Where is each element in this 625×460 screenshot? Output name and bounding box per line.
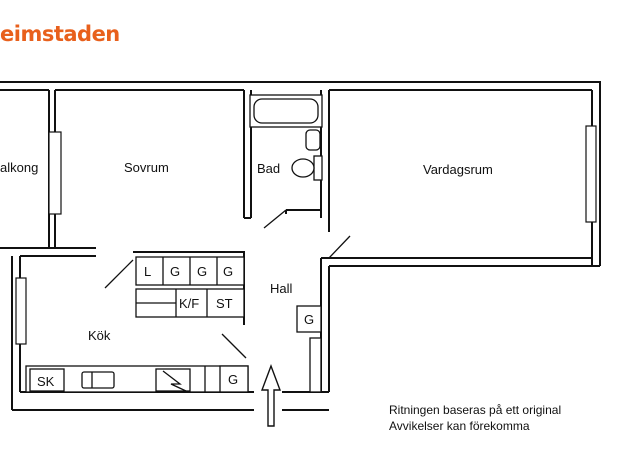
hall-bench (309, 337, 322, 393)
window-right (585, 125, 597, 223)
kitchen-g-cabinet (219, 365, 249, 393)
fixture-label-g3: G (223, 264, 233, 279)
fixture-label-kf: K/F (179, 296, 199, 311)
kitchen-sink-area (29, 368, 65, 392)
wall-bath-right (285, 90, 330, 232)
wall-living-bottom (329, 257, 600, 267)
entrance-arrow-icon (260, 364, 282, 427)
brand-logo: eimstaden (0, 22, 120, 46)
toilet-tank (313, 155, 323, 181)
room-label-bedroom: Sovrum (124, 160, 169, 175)
room-label-hall: Hall (270, 281, 293, 296)
note-line-1: Ritningen baseras på ett original (389, 403, 562, 417)
fixture-label-g2: G (197, 264, 207, 279)
room-label-living: Vardagsrum (423, 162, 493, 177)
window-kitchen (15, 277, 27, 345)
window-balcony (48, 131, 62, 215)
door-bath (263, 209, 287, 229)
room-label-kitchen: Kök (88, 328, 111, 343)
note-line-2: Avvikelser kan förekomma (389, 419, 530, 433)
kitchen-sink-basin (81, 371, 115, 389)
wall-bottom (12, 391, 329, 411)
fixture-label-sk: SK (37, 374, 55, 389)
fixture-label-g1: G (170, 264, 180, 279)
fixture-label-cabinet-g: G (228, 372, 238, 387)
bath-sink (305, 129, 321, 151)
door-living (328, 235, 351, 259)
door-bedroom (104, 259, 134, 289)
stove (155, 368, 191, 392)
fixture-label-l: L (144, 264, 151, 279)
fixture-label-st: ST (216, 296, 233, 311)
room-label-bathroom: Bad (257, 161, 280, 176)
fixture-label-hall-g: G (304, 312, 314, 327)
room-label-balcony: alkong (0, 160, 38, 175)
door-kitchen (221, 333, 247, 359)
wall-living-left (320, 257, 330, 392)
toilet-bowl (291, 158, 315, 178)
bathtub-inner (253, 98, 319, 124)
hall-wardrobe (296, 305, 322, 333)
